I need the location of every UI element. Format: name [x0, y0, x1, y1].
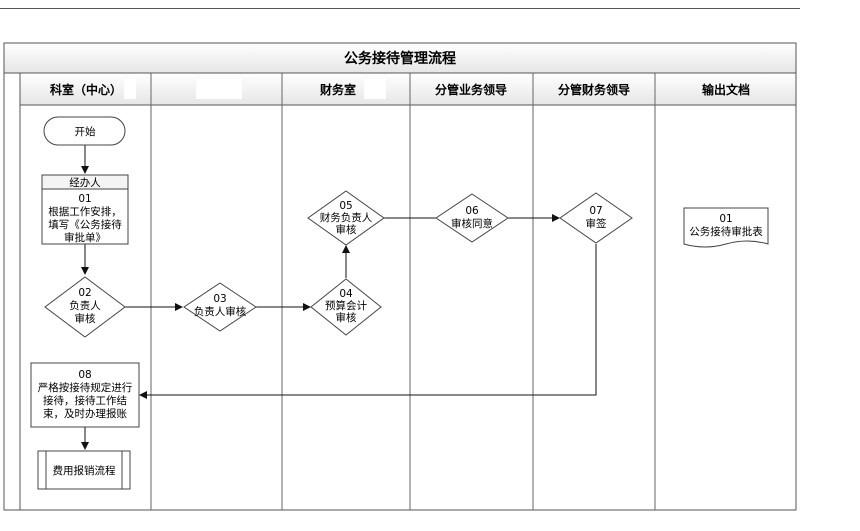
- decision-node-05: 05 财务负责人 审核: [307, 190, 385, 246]
- masked-lane-label: [196, 79, 242, 99]
- node-02-line-1: 负责人: [69, 299, 101, 312]
- process-node-08: 08 严格按接待规定进行 接待，接待工作结 束，及时办理报账: [30, 362, 140, 428]
- decision-node-04: 04 预算会计 审核: [310, 278, 382, 336]
- node-06-line-1: 审核同意: [451, 217, 493, 230]
- lane-header-finance: 财务室: [319, 82, 356, 97]
- decision-node-06: 06 审核同意: [435, 193, 509, 243]
- node-08-line-2: 接待，接待工作结: [43, 394, 127, 407]
- node-08-line-1: 严格按接待规定进行: [38, 381, 133, 394]
- node-06-code: 06: [465, 205, 479, 217]
- doc-01-label: 公务接待审批表: [689, 225, 763, 238]
- left-margin-column: [3, 72, 21, 511]
- node-02-code: 02: [78, 287, 91, 299]
- node-08-code: 08: [78, 369, 91, 381]
- node-07-code: 07: [589, 205, 602, 217]
- node-08-line-3: 束，及时办理报账: [43, 407, 127, 420]
- decision-node-02: 02 负责人 审核: [44, 276, 126, 338]
- arrow-07-to-08: [139, 244, 597, 399]
- lane-header-output: 输出文档: [702, 82, 750, 97]
- masked-fragment-1: [124, 79, 136, 99]
- masked-fragment-2: [364, 79, 386, 99]
- start-label: 开始: [75, 125, 96, 138]
- process-node-01: 经办人 01 根据工作安排， 填写《公务接待 审批单》: [41, 174, 129, 245]
- node-04-code: 04: [339, 288, 353, 300]
- node-01-role: 经办人: [69, 176, 101, 189]
- lane-header-fin-leader: 分管财务领导: [558, 82, 630, 97]
- node-03-code: 03: [213, 293, 226, 305]
- lane-header-biz-leader: 分管业务领导: [435, 82, 507, 97]
- node-04-line-2: 审核: [336, 311, 357, 324]
- node-05-code: 05: [339, 200, 352, 212]
- end-label: 费用报销流程: [53, 464, 116, 477]
- lane-header-row: [3, 72, 797, 106]
- node-05-line-2: 审核: [336, 223, 357, 236]
- start-node: 开始: [43, 116, 126, 146]
- node-03-line-1: 负责人审核: [194, 305, 247, 318]
- diagram-frame: [3, 42, 797, 511]
- node-01-line-3: 审批单》: [64, 231, 106, 244]
- decision-node-03: 03 负责人审核: [183, 282, 257, 332]
- node-05-line-1: 财务负责人: [320, 211, 373, 224]
- decision-node-07: 07 审签: [559, 192, 633, 244]
- document-node-01: 01 公务接待审批表: [683, 207, 769, 248]
- node-01-line-1: 根据工作安排，: [48, 205, 122, 218]
- node-02-line-2: 审核: [75, 312, 96, 325]
- node-04-line-1: 预算会计: [325, 299, 367, 312]
- lane-header-dept: 科室（中心）: [50, 82, 122, 97]
- doc-01-code: 01: [719, 213, 732, 225]
- node-01-line-2: 填写《公务接待: [48, 218, 122, 231]
- top-rule: [0, 8, 800, 9]
- node-01-code: 01: [78, 193, 91, 205]
- node-07-line-1: 审签: [586, 217, 607, 230]
- diagram-title: 公务接待管理流程: [344, 50, 456, 67]
- predefined-process-end: 费用报销流程: [37, 450, 131, 490]
